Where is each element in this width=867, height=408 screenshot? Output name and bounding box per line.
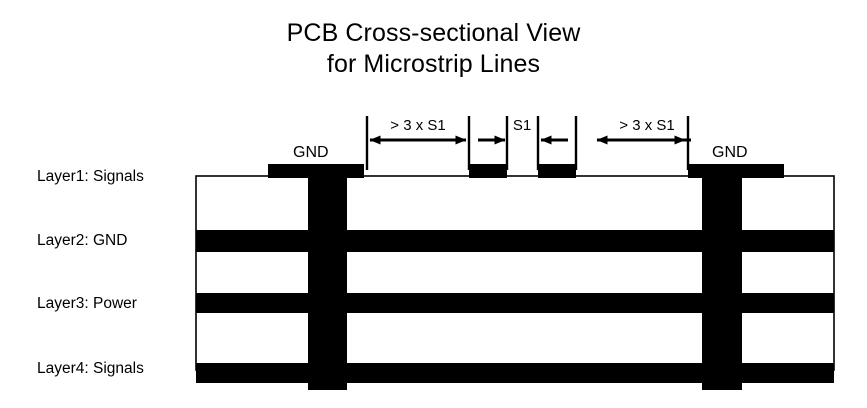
layer4-copper [196, 363, 834, 383]
layer4-segment-left [196, 363, 308, 383]
layer-label-layer4: Layer4: Signals [37, 360, 144, 377]
layer4-segment-right [742, 363, 834, 383]
layer1-signal-trace-a [469, 164, 507, 178]
layer3-plane-segment-right [742, 293, 834, 313]
dimension-label-left: > 3 x S1 [390, 117, 446, 134]
layer2-gnd-plane [196, 230, 834, 252]
layer2-plane-solid [196, 230, 834, 252]
via-barrel-right [702, 164, 742, 390]
layer4-segment-middle [347, 363, 702, 383]
dimension-label-center: S1 [512, 117, 532, 134]
layer1-signal-trace-b [538, 164, 576, 178]
stitching-via-left [308, 164, 347, 390]
dimension-label-right: > 3 x S1 [619, 117, 675, 134]
layer3-plane-segment-middle [347, 293, 702, 313]
title-line-1: PCB Cross-sectional View [286, 19, 581, 47]
layer-label-layer1: Layer1: Signals [37, 168, 144, 185]
gnd-label-right: GND [712, 144, 748, 161]
layer3-plane-segment-left [196, 293, 308, 313]
via-barrel-left [308, 164, 347, 390]
layer-label-layer3: Layer3: Power [37, 295, 137, 312]
dimension-witness-lines [365, 116, 690, 170]
figure-title: PCB Cross-sectional View for Microstrip … [0, 18, 867, 80]
stitching-via-right [702, 164, 742, 390]
title-line-2: for Microstrip Lines [326, 50, 541, 78]
gnd-label-left: GND [293, 144, 329, 161]
layer-label-layer2: Layer2: GND [37, 232, 128, 249]
layer3-power-plane [196, 293, 834, 313]
